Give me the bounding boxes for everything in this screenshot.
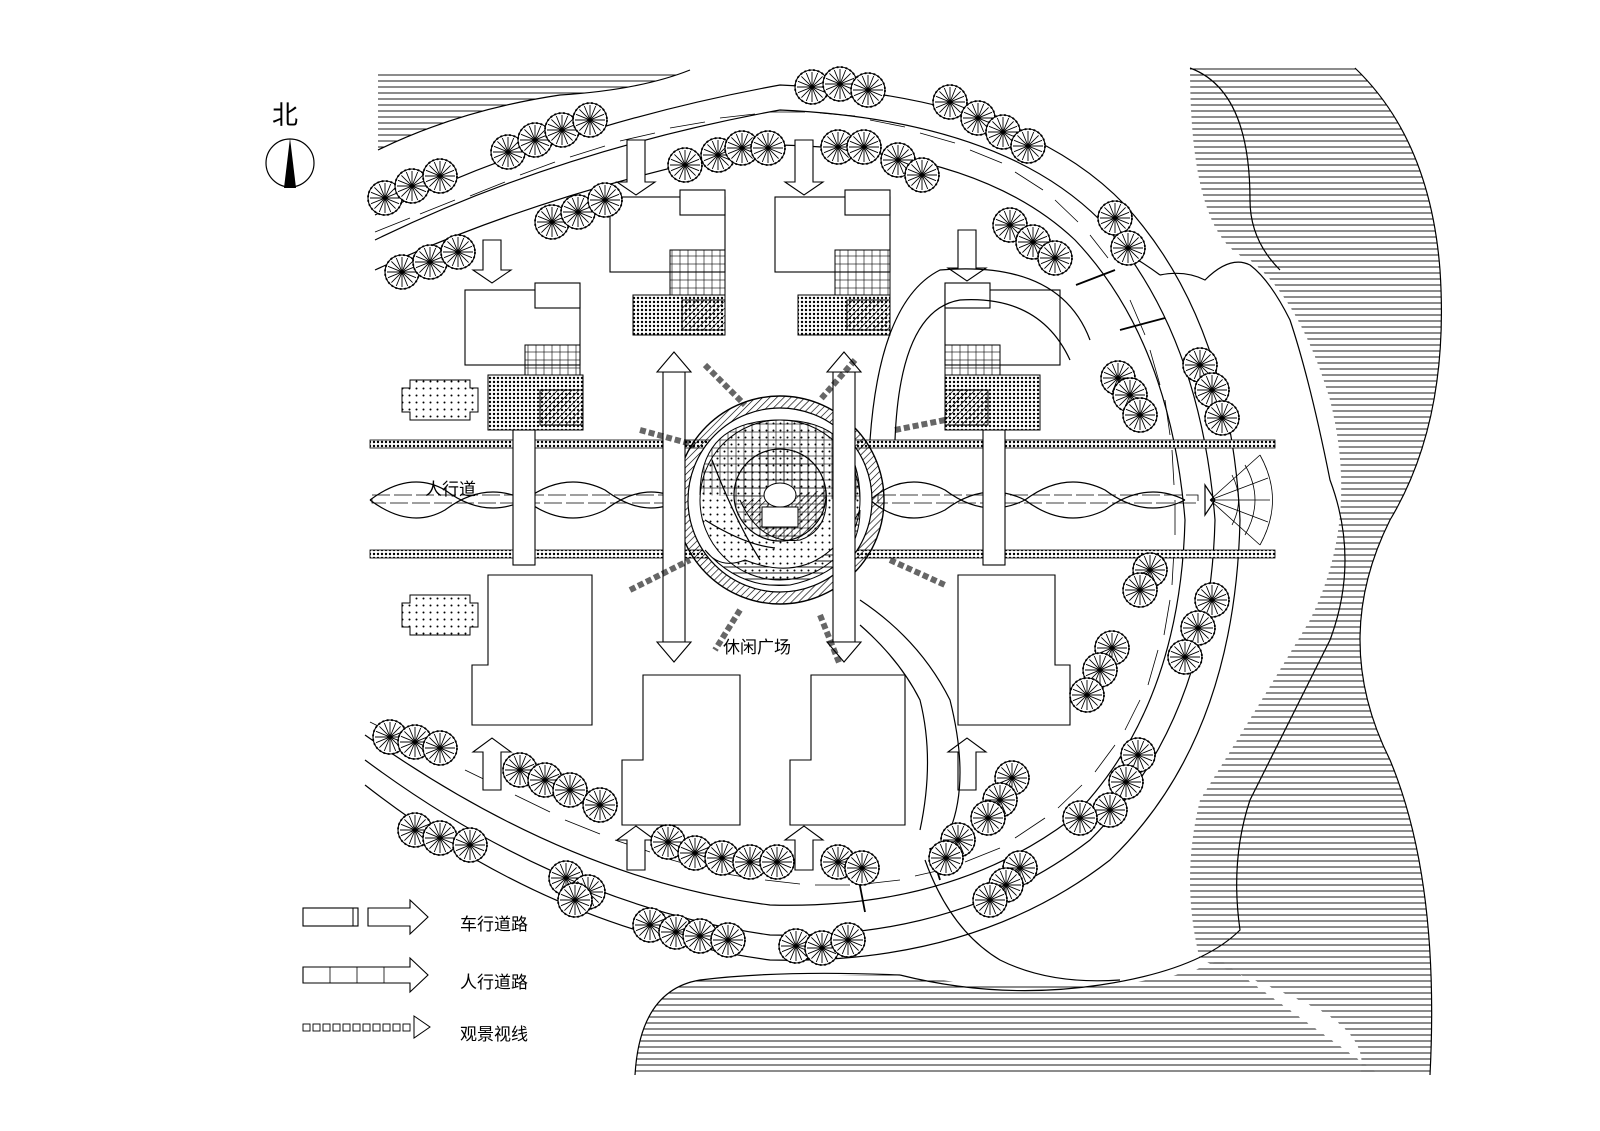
building-bottom-2 xyxy=(621,674,741,826)
tree-icon xyxy=(587,182,623,218)
planter-south xyxy=(401,594,479,636)
tree-icon xyxy=(844,850,880,886)
shore-contour xyxy=(899,261,1346,992)
legend-view-dash xyxy=(362,1023,371,1032)
legend-view-symbol xyxy=(302,1015,431,1039)
legend-view-dash xyxy=(322,1023,331,1032)
legend-view-dash xyxy=(392,1023,401,1032)
building-top-1 xyxy=(464,282,584,431)
sidewalk-label: 人行道 xyxy=(425,480,476,500)
tree-icon xyxy=(1110,230,1146,266)
legend-view-label: 观景视线 xyxy=(460,1025,528,1045)
north-label: 北 xyxy=(272,101,299,131)
tree-icon xyxy=(750,130,786,166)
legend-pedestrian-symbol xyxy=(302,956,429,994)
legend-pedestrian-label: 人行道路 xyxy=(460,973,528,993)
tree-icon xyxy=(904,157,940,193)
tree-icon xyxy=(1037,240,1073,276)
legend-view-dash xyxy=(372,1023,381,1032)
tree-icon xyxy=(846,129,882,165)
legend-view-dash xyxy=(312,1023,321,1032)
north-arrow-icon xyxy=(265,138,315,188)
building-top-4 xyxy=(944,282,1061,431)
tree-icon xyxy=(1092,792,1128,828)
tree-icon xyxy=(1097,200,1133,236)
tree-icon xyxy=(422,158,458,194)
planter-north xyxy=(401,379,479,421)
tree-icon xyxy=(422,820,458,856)
tree-icon xyxy=(759,844,795,880)
legend-vehicle-label: 车行道路 xyxy=(460,915,528,935)
central-plaza xyxy=(675,395,885,605)
legend-view-arrow-icon xyxy=(413,1015,431,1039)
tree-icon xyxy=(667,147,703,183)
tree-icon xyxy=(1069,677,1105,713)
tree-icon xyxy=(572,102,608,138)
legend-view-dash xyxy=(382,1023,391,1032)
tree-icon xyxy=(1122,572,1158,608)
tree-icon xyxy=(928,840,964,876)
water-right xyxy=(1189,67,1442,1076)
tree-icon xyxy=(972,882,1008,918)
legend-view-dash xyxy=(332,1023,341,1032)
legend-vehicle-symbol xyxy=(302,898,429,936)
tree-icon xyxy=(422,730,458,766)
building-top-3 xyxy=(774,189,891,336)
tree-icon xyxy=(1062,800,1098,836)
legend-view-dash xyxy=(402,1023,411,1032)
plaza-label: 休闲广场 xyxy=(723,638,791,658)
building-bottom-4 xyxy=(957,574,1071,726)
tree-icon xyxy=(850,72,886,108)
tree-icon xyxy=(552,772,588,808)
building-bottom-1 xyxy=(471,574,593,726)
building-bottom-3 xyxy=(789,674,906,826)
view-lines xyxy=(628,358,947,667)
tree-icon xyxy=(1167,639,1203,675)
tree-icon xyxy=(1204,400,1240,436)
legend-view-dash xyxy=(302,1023,311,1032)
tree-icon xyxy=(582,787,618,823)
tree-icon xyxy=(440,234,476,270)
tree-icon xyxy=(1010,128,1046,164)
tree-icon xyxy=(710,922,746,958)
tree-icon xyxy=(1122,397,1158,433)
legend-view-dash xyxy=(342,1023,351,1032)
legend-view-dash xyxy=(352,1023,361,1032)
tree-icon xyxy=(557,882,593,918)
building-top-2 xyxy=(609,189,726,336)
tree-icon xyxy=(452,827,488,863)
tree-icon xyxy=(970,800,1006,836)
tree-icon xyxy=(830,922,866,958)
